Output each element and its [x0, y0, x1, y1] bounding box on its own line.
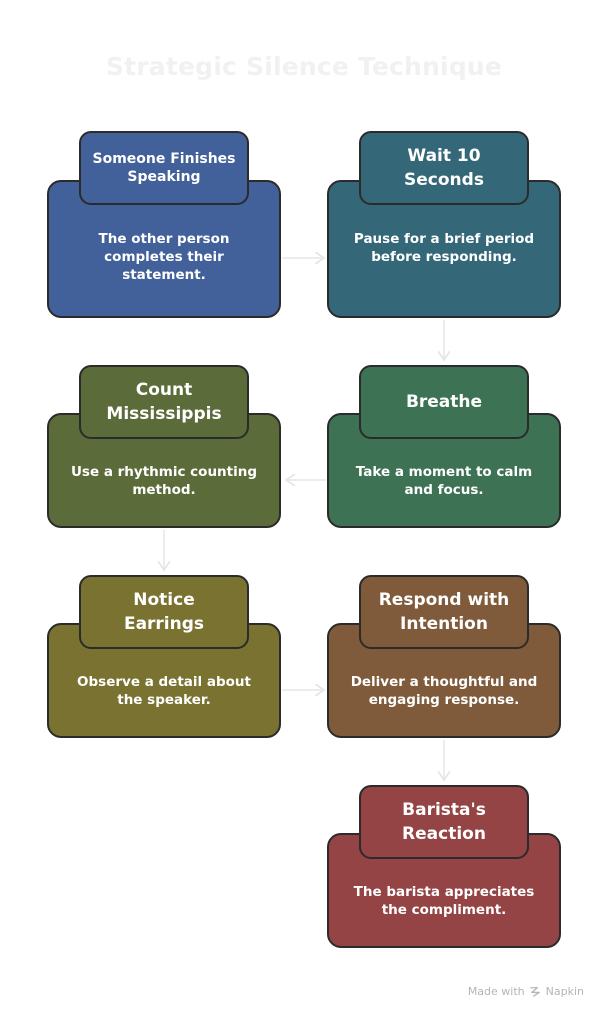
step-4-title-tab: Count Mississippis	[79, 365, 249, 439]
step-2-title: Wait 10 Seconds	[404, 146, 484, 190]
step-2-description: Pause for a brief period before respondi…	[353, 231, 535, 265]
step-1-description: The other person completes their stateme…	[98, 231, 230, 283]
step-4-title: Count Mississippis	[106, 380, 222, 424]
footer-brand: Napkin	[545, 985, 584, 998]
step-4-description: Use a rhythmic counting method.	[70, 464, 258, 498]
step-3-title: Breathe	[405, 392, 483, 412]
step-6-title-tab: Respond with Intention	[359, 575, 529, 649]
step-7-title: Barista's Reaction	[402, 800, 486, 844]
step-6-description: Deliver a thoughtful and engaging respon…	[350, 674, 538, 708]
footer-credit: Made with Napkin	[468, 985, 584, 998]
step-1-title: Someone Finishes Speaking	[92, 151, 236, 185]
step-3-title-tab: Breathe	[359, 365, 529, 439]
step-2-title-tab: Wait 10 Seconds	[359, 131, 529, 205]
footer-made-with: Made with	[467, 985, 525, 998]
step-6-title: Respond with Intention	[378, 590, 510, 634]
step-1-title-tab: Someone Finishes Speaking	[79, 131, 249, 205]
step-7-description: The barista appreciates the compliment.	[353, 884, 535, 918]
step-5-title-tab: Notice Earrings	[79, 575, 249, 649]
step-3-description: Take a moment to calm and focus.	[355, 464, 533, 498]
step-5-title: Notice Earrings	[123, 590, 205, 634]
diagram-title: Strategic Silence Technique	[105, 52, 503, 81]
step-5-description: Observe a detail about the speaker.	[77, 674, 251, 708]
step-7-title-tab: Barista's Reaction	[359, 785, 529, 859]
napkin-logo-icon	[529, 987, 540, 997]
